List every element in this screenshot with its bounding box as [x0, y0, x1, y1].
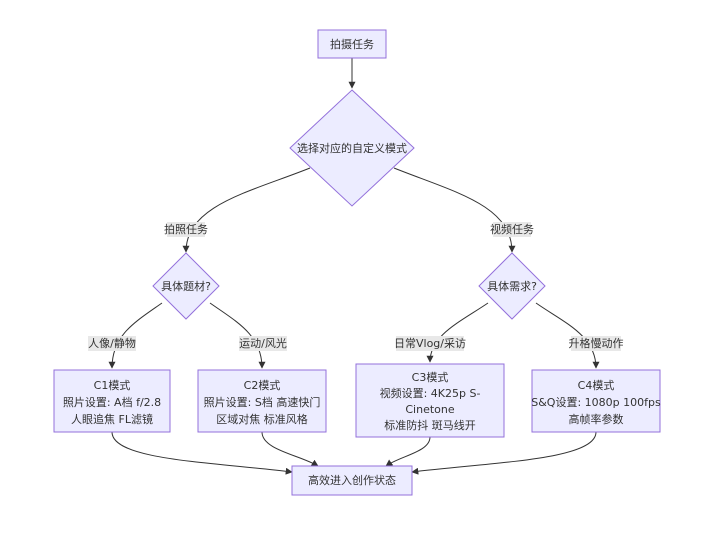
node-c1: [53, 369, 171, 433]
node-c4-line-3: 高帧率参数: [569, 412, 624, 426]
node-choose: [289, 89, 415, 207]
edge-label-bg-sports: [239, 336, 287, 351]
node-c3: [355, 363, 505, 438]
node-c1-line-3: 人眼追焦 FL滤镜: [71, 412, 153, 426]
node-choose-label: 选择对应的自定义模式: [297, 141, 407, 155]
node-c4-line-2: S&Q设置: 1080p 100fps: [531, 396, 661, 409]
node-c4-title: C4模式: [578, 379, 615, 392]
edge-photo-subject-c1: [108, 302, 163, 369]
node-video-need: [478, 252, 546, 320]
node-c4: [531, 369, 661, 433]
edge-c3-end: [385, 436, 431, 467]
node-end: [291, 465, 413, 496]
edge-choose-video-need: [393, 167, 516, 253]
node-c2-line-3: 区域对焦 标准风格: [216, 412, 308, 426]
edge-label-sports: 运动/风光: [239, 336, 287, 350]
node-start-label: 拍摄任务: [330, 37, 374, 51]
edge-c1-end: [111, 431, 293, 475]
node-c3-title: C3模式: [412, 371, 449, 384]
edge-label-slowmo: 升格慢动作: [569, 336, 624, 350]
node-video-need-label: 具体需求?: [487, 279, 537, 293]
edge-label-portrait: 人像/静物: [88, 336, 136, 350]
edge-video-need-c4: [535, 302, 600, 369]
node-start: [317, 29, 387, 59]
edge-label-bg-portrait: [88, 336, 136, 351]
node-c3-line-4: 标准防抖 斑马线开: [384, 418, 476, 432]
node-c2: [197, 369, 327, 433]
node-c2-title: C2模式: [244, 379, 281, 392]
edge-label-video-task: 视频任务: [490, 222, 534, 236]
node-c1-line-2: 照片设置: A档 f/2.8: [63, 395, 161, 409]
edge-video-need-c3: [426, 302, 489, 363]
edge-label-bg-video: [493, 222, 531, 237]
node-end-label: 高效进入创作状态: [308, 473, 396, 487]
node-c1-title: C1模式: [94, 379, 131, 392]
edge-label-bg-vlog: [396, 336, 464, 351]
edge-label-photo-task: 拍照任务: [164, 222, 208, 236]
edge-label-bg-photo: [167, 222, 205, 237]
node-c3-line-2: 视频设置: 4K25p S-: [380, 386, 481, 400]
node-photo-subject-label: 具体题材?: [161, 279, 211, 293]
node-photo-subject: [152, 252, 220, 320]
edge-label-vlog: 日常Vlog/采访: [394, 337, 466, 350]
edge-c2-end: [261, 431, 319, 467]
node-c3-line-3: Cinetone: [405, 403, 454, 416]
edge-c4-end: [411, 431, 597, 475]
edge-choose-photo-subject: [182, 167, 311, 253]
edge-photo-subject-c2: [209, 302, 266, 369]
edge-label-bg-slowmo: [571, 336, 621, 351]
node-c2-line-2: 照片设置: S档 高速快门: [204, 395, 321, 409]
